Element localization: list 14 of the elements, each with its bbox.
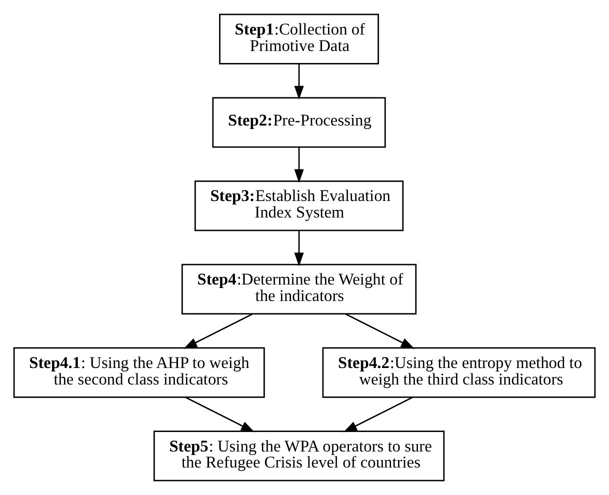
arrow [343,396,413,432]
node-box: Step1:Collection of Primotive Data [219,14,379,64]
node-box: Step4.1: Using the AHP to weigh the second class indicators [13,347,265,398]
arrow [294,147,304,183]
arrow [294,230,304,266]
arrow [183,313,254,349]
arrow [185,396,255,432]
node-box: Step4.2:Using the entropy method to weigh the third class indicators [322,347,596,398]
node-box: Step3:Establish Evaluation Index System [194,180,404,232]
node-box: Step5: Using the WPA operators to sure the Refugee Crisis level of countries [153,430,445,482]
node-box: Step4:Determine the Weight of the indicators [182,264,417,314]
arrow [344,313,415,349]
node-box: Step2:Pre-Processing [212,97,386,148]
arrow [294,64,304,100]
